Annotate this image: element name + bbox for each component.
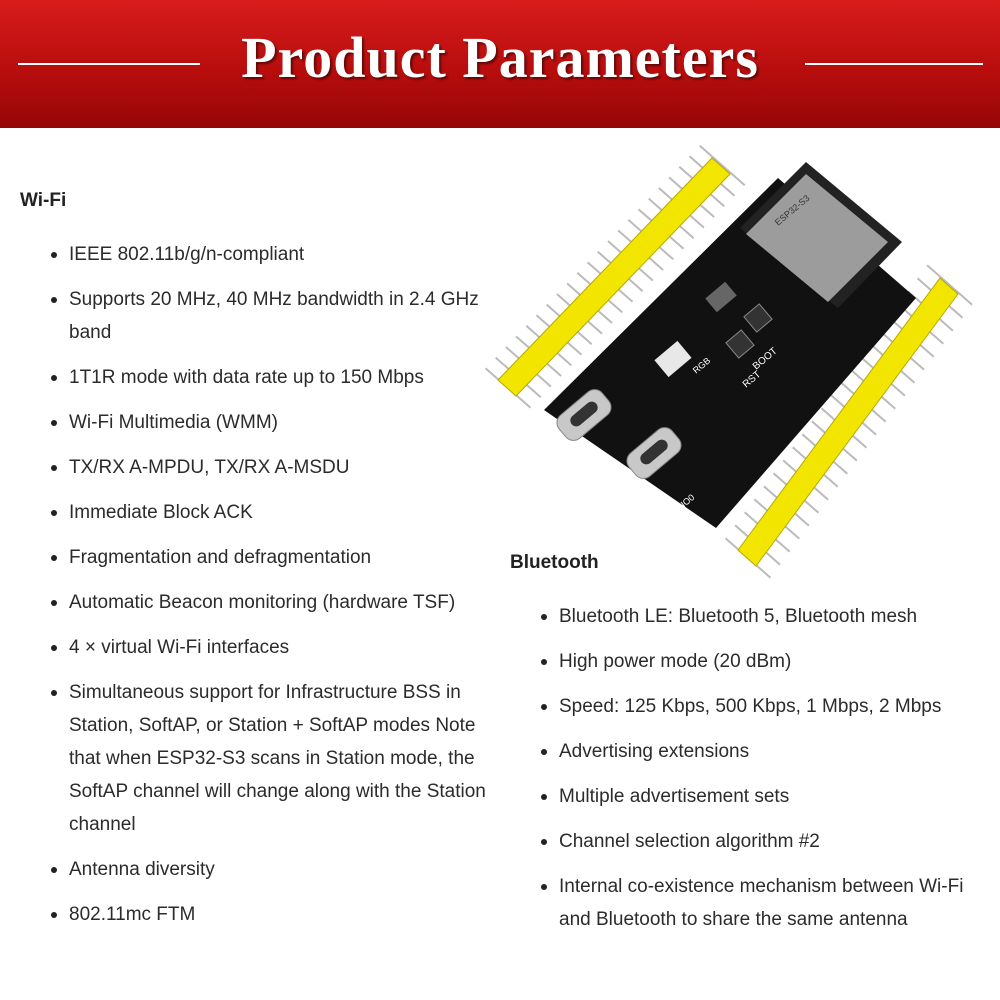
wifi-feature-item: 1T1R mode with data rate up to 150 Mbps (51, 361, 501, 394)
esp32-s3-board-image: ESP32-S3 BOOT RST RGB GPIO0 (484, 144, 973, 579)
banner-divider-right (805, 63, 983, 65)
bluetooth-feature-item: Multiple advertisement sets (541, 780, 981, 813)
wifi-feature-item: TX/RX A-MPDU, TX/RX A-MSDU (51, 451, 501, 484)
wifi-feature-item: Wi-Fi Multimedia (WMM) (51, 406, 501, 439)
esp32-module: ESP32-S3 (740, 162, 902, 308)
wifi-feature-item: 802.11mc FTM (51, 898, 501, 931)
bluetooth-feature-item: Bluetooth LE: Bluetooth 5, Bluetooth mes… (541, 600, 981, 633)
pin-header-bottom (724, 264, 973, 579)
reset-button (725, 329, 755, 359)
bluetooth-feature-item: Internal co-existence mechanism between … (541, 870, 981, 936)
header-pin (699, 144, 746, 186)
bluetooth-feature-item: High power mode (20 dBm) (541, 645, 981, 678)
bluetooth-feature-item: Advertising extensions (541, 735, 981, 768)
wifi-heading: Wi-Fi (20, 190, 67, 211)
wifi-feature-item: Automatic Beacon monitoring (hardware TS… (51, 586, 501, 619)
pin-header-top (484, 144, 746, 409)
bluetooth-feature-list: Bluetooth LE: Bluetooth 5, Bluetooth mes… (541, 600, 981, 948)
usb-c-port-2 (626, 427, 682, 479)
wifi-feature-item: IEEE 802.11b/g/n-compliant (51, 238, 501, 271)
boot-button (743, 303, 773, 333)
pcb-board: ESP32-S3 BOOT RST RGB GPIO0 (544, 162, 916, 528)
wifi-feature-item: Simultaneous support for Infrastructure … (51, 676, 501, 841)
header-pin (926, 264, 973, 306)
wifi-feature-item: Antenna diversity (51, 853, 501, 886)
led-component (654, 340, 692, 378)
wifi-feature-item: Supports 20 MHz, 40 MHz bandwidth in 2.4… (51, 283, 501, 349)
wifi-feature-item: Immediate Block ACK (51, 496, 501, 529)
wifi-feature-item: Fragmentation and defragmentation (51, 541, 501, 574)
bluetooth-feature-item: Channel selection algorithm #2 (541, 825, 981, 858)
banner-divider-left (18, 63, 200, 65)
bluetooth-feature-item: Speed: 125 Kbps, 500 Kbps, 1 Mbps, 2 Mbp… (541, 690, 981, 723)
usb-c-port-1 (556, 389, 612, 441)
title-banner: Product Parameters (0, 0, 1000, 128)
page-title: Product Parameters (241, 25, 759, 90)
bluetooth-heading: Bluetooth (510, 552, 599, 573)
wifi-feature-item: 4 × virtual Wi-Fi interfaces (51, 631, 501, 664)
